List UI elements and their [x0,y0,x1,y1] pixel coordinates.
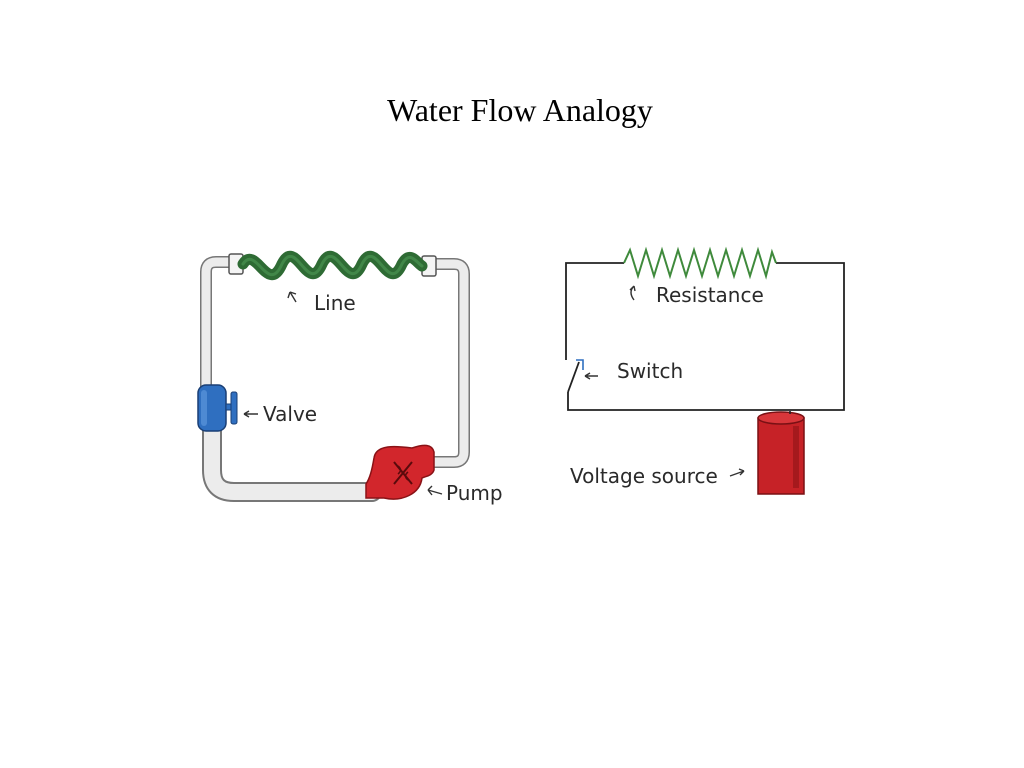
voltage-source-label: Voltage source [570,464,718,488]
resistance-label: Resistance [656,283,764,307]
circuit-wires [565,262,845,411]
switch-label: Switch [617,359,683,383]
resistor [623,246,777,280]
line-label: Line [314,291,356,315]
slide-title: Water Flow Analogy [387,92,653,128]
pump-arrow [427,485,443,496]
resistance-arrow [629,285,636,301]
water-flow-diagram: Line Valve Pump [197,251,503,505]
pump-label: Pump [446,481,503,505]
pump [365,444,435,500]
valve-arrow [243,410,258,418]
switch-arrow [584,372,598,380]
voltage-source-arrow [729,468,745,477]
switch [565,350,584,393]
line-arrow [287,291,297,303]
voltage-source [757,411,805,495]
circuit-diagram: Resistance Switch Voltage source [565,246,845,495]
valve [197,384,238,432]
valve-label: Valve [263,402,317,426]
pipe [200,256,470,502]
